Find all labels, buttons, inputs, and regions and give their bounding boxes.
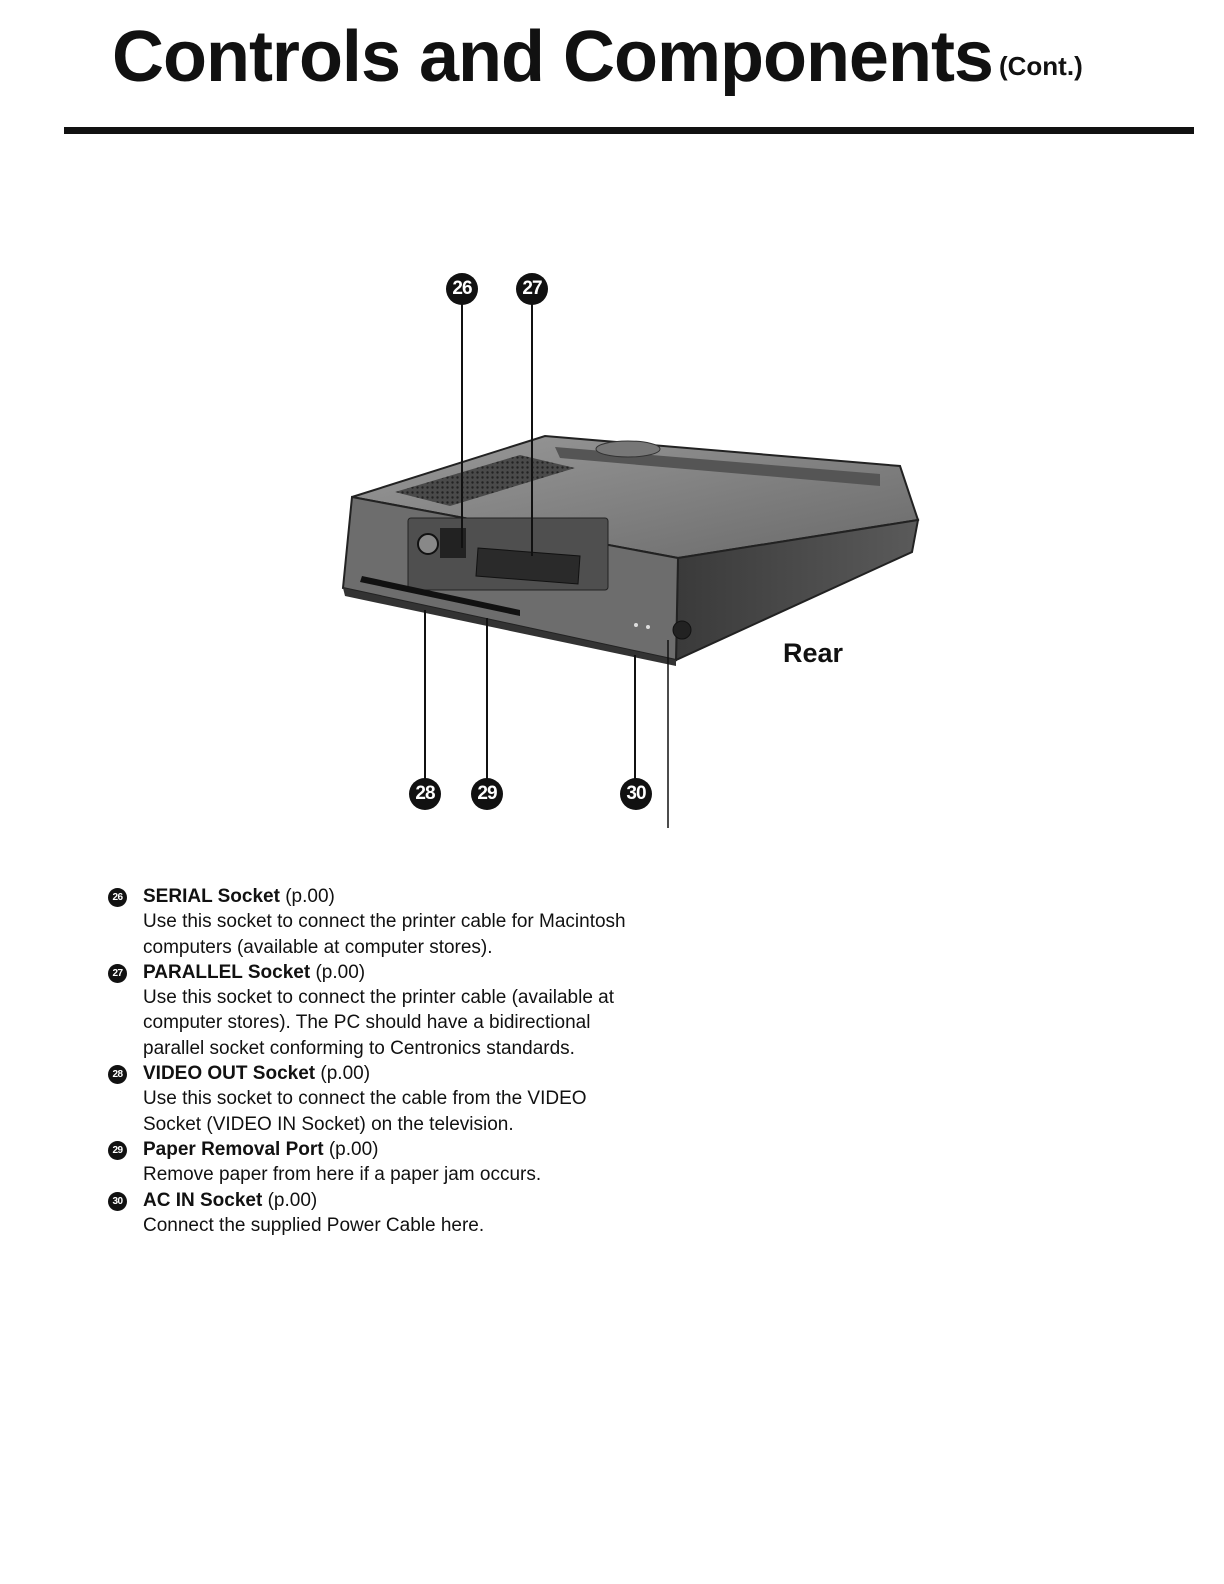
legend-page-ref: (p.00): [320, 1063, 371, 1085]
callout-27: 27: [516, 273, 548, 305]
legend-item: 29 Paper Removal Port (p.00) Remove pape…: [108, 1137, 628, 1188]
printer-illustration: [341, 303, 920, 828]
legend-item-name: AC IN Socket: [143, 1189, 263, 1211]
title-text: Controls and Components: [112, 17, 994, 97]
legend-item-name: Paper Removal Port: [143, 1138, 324, 1160]
callout-28: 28: [409, 778, 441, 810]
legend-item-description: Use this socket to connect the printer c…: [143, 987, 615, 1059]
callout-30: 30: [620, 778, 652, 810]
legend-number-badge: 27: [108, 963, 127, 983]
legend-item-description: Use this socket to connect the cable fro…: [143, 1088, 587, 1135]
page-title: Controls and Components(Cont.): [112, 14, 1083, 109]
legend-item-name: VIDEO OUT Socket: [143, 1063, 316, 1085]
legend-item-description: Use this socket to connect the printer c…: [143, 911, 626, 958]
legend-item-name: SERIAL Socket: [143, 886, 280, 907]
legend-item-name: PARALLEL Socket: [143, 961, 311, 983]
callout-26: 26: [446, 273, 478, 305]
legend-number-badge: 29: [108, 1140, 127, 1160]
legend-page-ref: (p.00): [285, 886, 335, 907]
title-rule: [64, 127, 1194, 134]
legend-item: 28 VIDEO OUT Socket (p.00) Use this sock…: [108, 1061, 628, 1137]
legend-number-badge: 30: [108, 1191, 127, 1211]
legend-page-ref: (p.00): [315, 961, 366, 983]
callout-29: 29: [471, 778, 503, 810]
rear-view-label: Rear: [783, 638, 844, 668]
legend-page-ref: (p.00): [267, 1189, 318, 1211]
component-legend: 26 SERIAL Socket (p.00) Use this socket …: [108, 884, 628, 1238]
legend-number-badge: 26: [108, 888, 127, 907]
legend-item-description: Remove paper from here if a paper jam oc…: [143, 1164, 542, 1186]
legend-item: 27 PARALLEL Socket (p.00) Use this socke…: [108, 960, 628, 1061]
legend-number-badge: 28: [108, 1065, 127, 1085]
legend-item: 30 AC IN Socket (p.00) Connect the suppl…: [108, 1188, 628, 1239]
printer-rear-figure: 26 27 28 29 30 Rear: [341, 273, 920, 828]
legend-page-ref: (p.00): [328, 1138, 379, 1160]
legend-item-description: Connect the supplied Power Cable here.: [143, 1214, 485, 1236]
legend-item: 26 SERIAL Socket (p.00) Use this socket …: [108, 884, 628, 960]
title-continued-label: (Cont.): [998, 51, 1083, 81]
